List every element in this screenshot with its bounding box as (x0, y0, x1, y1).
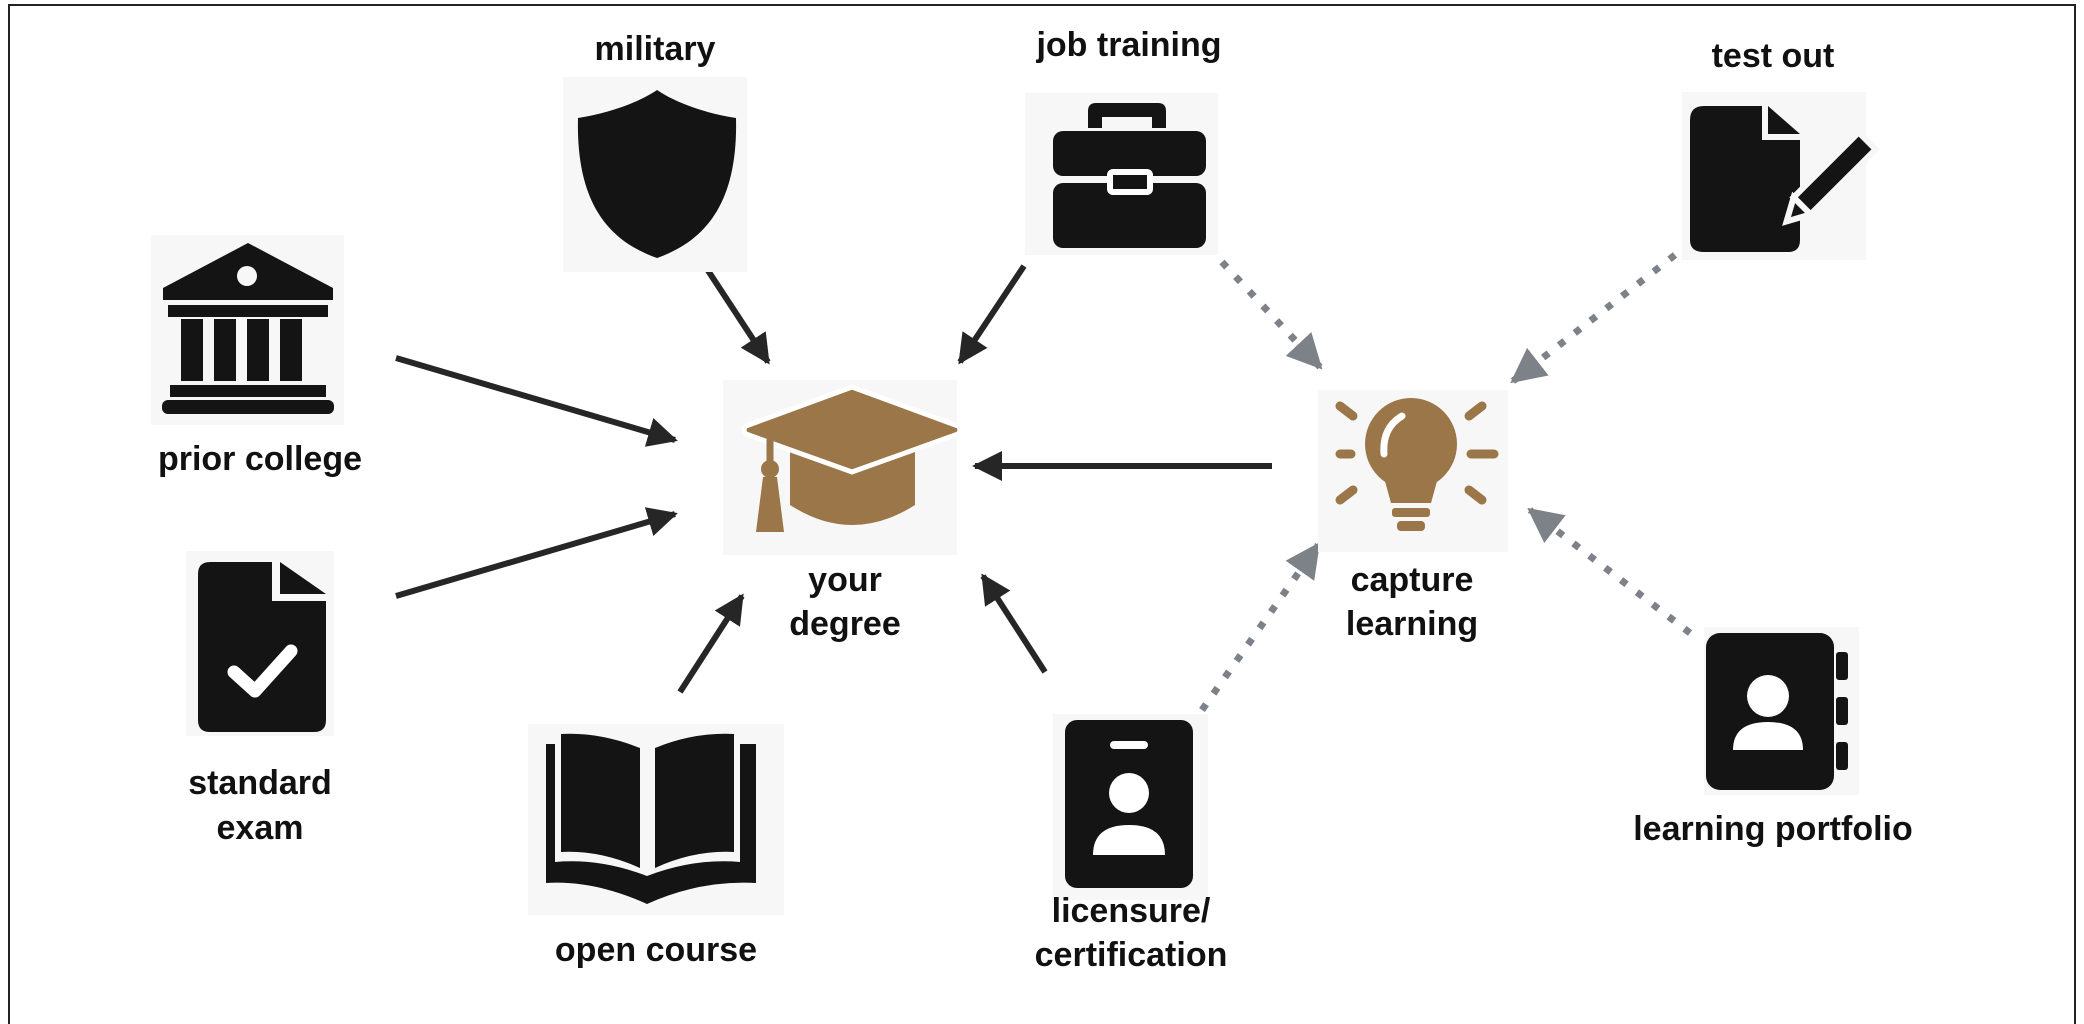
node-label-standard-exam-line1: standard (188, 764, 332, 802)
dotted-arrows (1199, 252, 1693, 713)
arrow-prior-college-to-degree (395, 355, 678, 447)
graduation-cap-icon (741, 384, 963, 532)
node-label-your-degree-line2: degree (789, 605, 901, 643)
node-label-open-course: open course (555, 931, 757, 969)
shield-icon (577, 90, 737, 258)
arrow-open-course-to-degree (677, 593, 745, 694)
node-label-licensure-line2: certification (1035, 936, 1228, 974)
node-job-training: job training (1025, 26, 1222, 255)
node-your-degree: your degree (723, 380, 963, 643)
arrow-standard-exam-to-degree (395, 507, 678, 599)
node-military: military (563, 30, 747, 272)
briefcase-icon (1053, 103, 1206, 248)
arrow-licensure-to-degree (980, 573, 1048, 674)
diagram-frame (8, 4, 2076, 1024)
dotted-arrow-portfolio-to-capture (1527, 507, 1693, 636)
node-label-standard-exam-line2: exam (217, 809, 304, 847)
node-label-learning-portfolio: learning portfolio (1633, 810, 1913, 848)
institution-icon (162, 243, 334, 414)
node-test-out: test out (1682, 37, 1880, 260)
address-book-icon (1706, 633, 1848, 790)
dotted-arrow-test-out-to-capture (1510, 252, 1678, 384)
arrow-job-training-to-degree (957, 264, 1027, 365)
node-licensure: licensure/ certification (1035, 714, 1228, 974)
node-label-your-degree-line1: your (808, 561, 882, 599)
document-edit-icon (1690, 106, 1880, 252)
dotted-arrow-licensure-to-capture (1199, 542, 1321, 713)
node-label-prior-college: prior college (158, 440, 362, 478)
node-label-test-out: test out (1712, 37, 1835, 75)
node-label-job-training: job training (1035, 26, 1221, 64)
node-label-military: military (595, 30, 716, 68)
id-badge-icon (1065, 720, 1193, 888)
lightbulb-icon (1335, 398, 1499, 531)
arrow-military-to-degree (702, 264, 771, 365)
node-label-capture-learning-line1: capture (1351, 561, 1474, 599)
node-label-licensure-line1: licensure/ (1052, 892, 1211, 930)
solid-arrows (395, 264, 1272, 694)
node-prior-college: prior college (151, 235, 362, 478)
node-standard-exam: standard exam (186, 551, 334, 847)
dotted-arrow-job-training-to-capture (1219, 259, 1323, 370)
node-open-course: open course (528, 724, 784, 969)
document-check-icon (198, 562, 326, 732)
node-capture-learning: capture learning (1318, 390, 1508, 643)
open-book-icon (546, 733, 756, 904)
node-learning-portfolio: learning portfolio (1633, 627, 1913, 848)
node-label-capture-learning-line2: learning (1346, 605, 1478, 643)
